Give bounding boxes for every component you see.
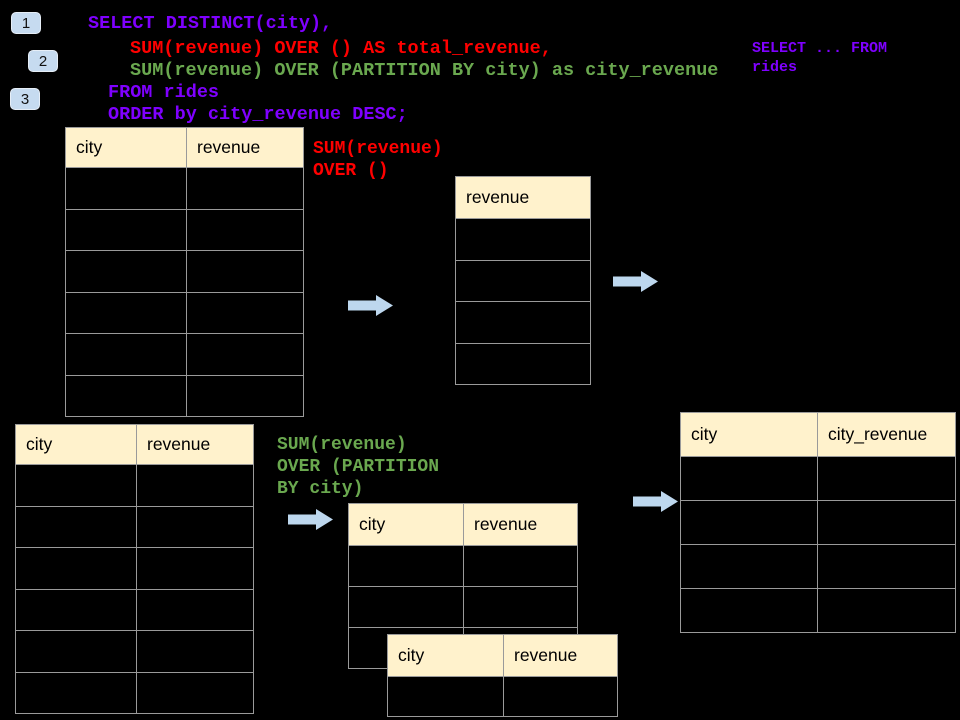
- sql-line-order: ORDER by city_revenue DESC;: [108, 104, 408, 125]
- table-row: [455, 301, 591, 344]
- table-row: [348, 545, 578, 587]
- table-row: [65, 250, 304, 293]
- table-row: [680, 544, 956, 589]
- arrow-right-icon: [288, 509, 333, 530]
- table-row: [65, 208, 304, 251]
- arrow-right-icon: [633, 491, 678, 512]
- table-row: [15, 464, 254, 507]
- table-row: [680, 588, 956, 633]
- table-row: [348, 586, 578, 628]
- table-row: [455, 259, 591, 302]
- table-row: [65, 167, 304, 210]
- sql-line-select: SELECT DISTINCT(city),: [88, 13, 333, 34]
- column-header-revenue: revenue: [455, 176, 591, 219]
- annotation-partition-line3: BY city): [277, 479, 364, 499]
- side-note-select-from: SELECT ... FROM: [752, 40, 888, 57]
- arrow-right-icon: [613, 271, 658, 292]
- table-row: [455, 342, 591, 385]
- table-source-top: city revenue: [65, 127, 304, 417]
- table-source-bottom: city revenue: [15, 424, 254, 714]
- column-header-revenue: revenue: [503, 634, 618, 677]
- column-header-city: city: [680, 412, 818, 457]
- table-row: [680, 456, 956, 501]
- table-city-revenue-result: city city_revenue: [680, 412, 956, 633]
- column-header-city: city: [387, 634, 504, 677]
- sql-line-total: SUM(revenue) OVER () AS total_revenue,: [130, 38, 552, 59]
- column-header-city: city: [15, 424, 137, 465]
- column-header-city: city: [65, 127, 187, 168]
- column-header-city: city: [348, 503, 464, 546]
- table-row: [15, 505, 254, 548]
- table-total-result: revenue: [455, 176, 591, 385]
- column-header-revenue: revenue: [463, 503, 578, 546]
- annotation-total-line2: OVER (): [313, 161, 389, 181]
- column-header-city-revenue: city_revenue: [817, 412, 956, 457]
- annotation-partition-line2: OVER (PARTITION: [277, 457, 440, 477]
- table-row: [387, 676, 618, 717]
- table-row: [15, 588, 254, 631]
- column-header-revenue: revenue: [136, 424, 254, 465]
- step-badge-3: 3: [10, 88, 40, 110]
- column-header-revenue: revenue: [186, 127, 304, 168]
- table-row: [65, 374, 304, 417]
- table-partition-overlap: city revenue: [387, 634, 618, 717]
- annotation-partition-line1: SUM(revenue): [277, 435, 407, 455]
- step-badge-2: 2: [28, 50, 58, 72]
- table-row: [455, 218, 591, 261]
- arrow-right-icon: [348, 295, 393, 316]
- table-row: [65, 291, 304, 334]
- sql-line-partition: SUM(revenue) OVER (PARTITION BY city) as…: [130, 60, 719, 81]
- annotation-total-line1: SUM(revenue): [313, 139, 443, 159]
- side-note-rides: rides: [752, 59, 798, 76]
- table-row: [15, 671, 254, 714]
- sql-line-from: FROM rides: [108, 82, 220, 103]
- table-row: [680, 500, 956, 545]
- table-row: [15, 547, 254, 590]
- table-row: [65, 333, 304, 376]
- table-row: [15, 630, 254, 673]
- step-badge-1: 1: [11, 12, 41, 34]
